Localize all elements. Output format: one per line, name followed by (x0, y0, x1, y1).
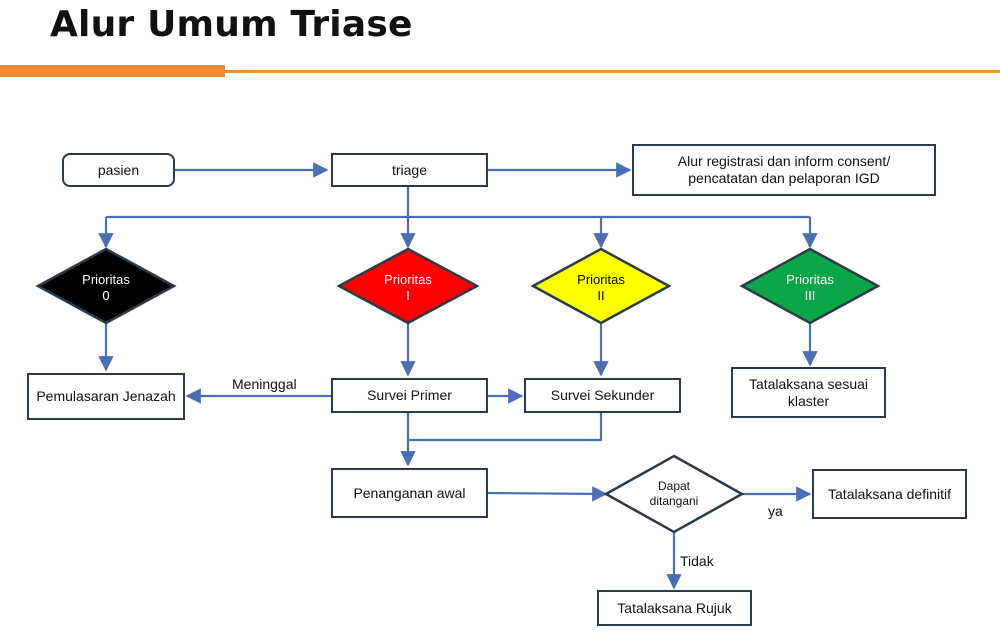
node-klaster-label-2: klaster (787, 392, 830, 409)
node-pemulasaran-jenazah: Pemulasaran Jenazah (27, 373, 185, 420)
diamond-prioritas-0 (35, 247, 177, 325)
diamond-p0-label-1: Prioritas (82, 272, 130, 287)
diamond-p2-label-1: Prioritas (577, 272, 625, 287)
node-registrasi: Alur registrasi dan inform consent/ penc… (632, 144, 936, 196)
header-accent-bar (0, 65, 225, 77)
diamond-prioritas-3 (739, 247, 881, 325)
node-triage-label: triage (391, 161, 428, 178)
node-pasien-label: pasien (97, 161, 140, 178)
diamond-prioritas-2 (530, 247, 672, 325)
edge-penanganan-dapat (487, 486, 608, 502)
header-divider-line (225, 70, 1000, 73)
node-pemulasaran-label: Pemulasaran Jenazah (36, 388, 176, 404)
node-penanganan-awal: Penanganan awal (331, 468, 488, 518)
edge-label-meninggal: Meninggal (232, 376, 297, 392)
diamond-p3-label-1: Prioritas (786, 272, 834, 287)
edge-sekunder-merge (408, 413, 603, 442)
node-pasien: pasien (62, 153, 175, 187)
diamond-p0-label-2: 0 (102, 288, 109, 303)
node-triage: triage (331, 153, 488, 187)
node-survei-sekunder: Survei Sekunder (524, 378, 681, 413)
node-definitif-label: Tatalaksana definitif (828, 485, 951, 502)
node-survei-sekunder-label: Survei Sekunder (550, 387, 655, 403)
edge-label-tidak: Tidak (680, 553, 714, 569)
edge-label-ya: ya (768, 503, 783, 519)
diamond-p3-label-2: III (805, 288, 816, 303)
node-tatalaksana-rujuk: Tatalaksana Rujuk (597, 590, 752, 626)
node-registrasi-label-1: Alur registrasi dan inform consent/ (677, 153, 891, 169)
node-rujuk-label: Tatalaksana Rujuk (617, 599, 732, 616)
diamond-p2-label-2: II (597, 288, 604, 303)
diamond-prioritas-1 (336, 247, 480, 325)
node-registrasi-label-2: pencatatan dan pelaporan IGD (688, 170, 880, 186)
node-survei-primer: Survei Primer (331, 378, 488, 413)
diamond-dapat-ditangani (603, 454, 745, 534)
page-title: Alur Umum Triase (50, 4, 413, 45)
diamond-p1-label-1: Prioritas (384, 272, 432, 287)
diamond-dapat-label-1: Dapat (658, 479, 691, 493)
node-tatalaksana-definitif: Tatalaksana definitif (812, 469, 967, 519)
node-penanganan-label: Penanganan awal (353, 484, 466, 501)
node-klaster-label-1: Tatalaksana sesuai (748, 375, 869, 392)
diamond-dapat-label-2: ditangani (650, 494, 699, 508)
node-tatalaksana-klaster: Tatalaksana sesuai klaster (731, 367, 886, 418)
node-survei-primer-label: Survei Primer (367, 387, 452, 403)
diamond-p1-label-2: I (406, 288, 410, 303)
